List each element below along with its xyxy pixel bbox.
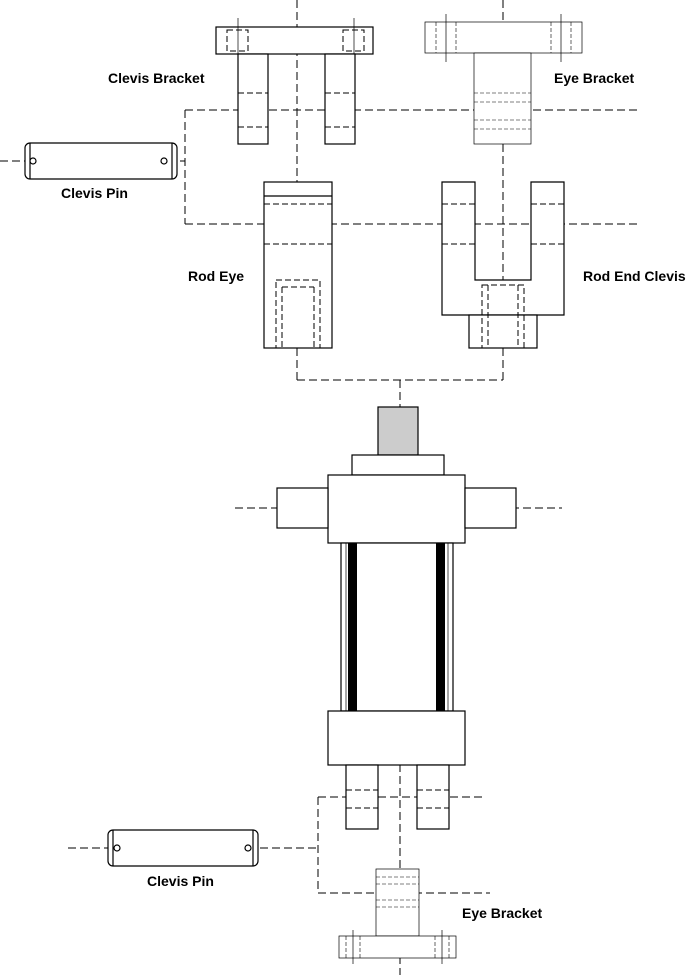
label-rod-eye: Rod Eye — [188, 268, 244, 284]
cap-end — [327, 710, 466, 766]
rod-gland — [351, 454, 445, 476]
cylinder-barrel — [340, 542, 454, 712]
piston-rod — [377, 406, 419, 456]
eye-bracket-top — [424, 14, 583, 145]
label-clevis-bracket: Clevis Bracket — [108, 70, 205, 86]
head-trunnion-right — [464, 487, 517, 529]
clevis-bracket — [215, 18, 374, 145]
tie-rod-right — [436, 543, 445, 711]
eye-bracket-bottom — [338, 868, 457, 964]
labels: Clevis Bracket Eye Bracket Clevis Pin Ro… — [61, 70, 686, 921]
clevis-pin-top — [24, 142, 178, 180]
label-eye-bracket-top: Eye Bracket — [554, 70, 635, 86]
rear-clevis-left — [345, 764, 379, 830]
rear-clevis-right — [416, 764, 450, 830]
tie-rod-left — [348, 543, 357, 711]
head-trunnion-left — [276, 487, 329, 529]
hydraulic-cylinder — [276, 406, 517, 830]
label-rod-end-clevis: Rod End Clevis — [583, 268, 686, 284]
label-clevis-pin-bottom: Clevis Pin — [147, 873, 214, 889]
label-clevis-pin-top: Clevis Pin — [61, 185, 128, 201]
head-cap — [327, 474, 466, 544]
label-eye-bracket-bottom: Eye Bracket — [462, 905, 543, 921]
rod-eye — [263, 181, 333, 349]
clevis-pin-bottom — [107, 829, 259, 867]
rod-end-clevis — [441, 181, 565, 349]
